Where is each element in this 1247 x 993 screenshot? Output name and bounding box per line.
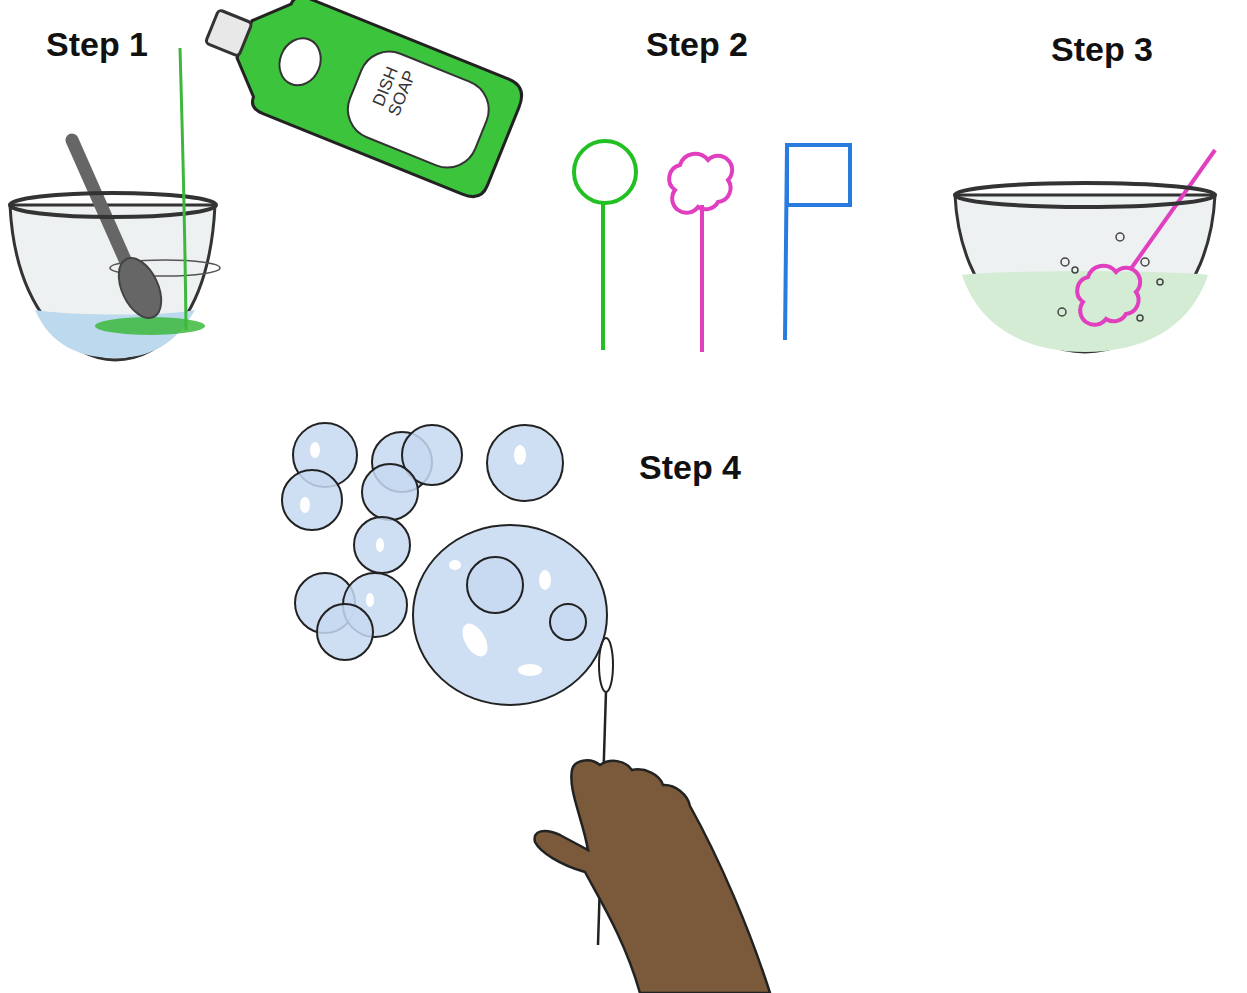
highlight xyxy=(457,619,492,660)
bubble xyxy=(317,604,373,660)
soap-pool xyxy=(95,317,205,335)
highlight xyxy=(539,570,551,590)
bottle-label xyxy=(339,43,498,177)
bubble-wands xyxy=(574,141,850,352)
soap-bottle xyxy=(189,0,528,202)
soap-stream xyxy=(180,48,186,330)
highlight xyxy=(300,497,310,513)
bubble xyxy=(1137,315,1143,321)
square-wand xyxy=(787,145,850,205)
wand-stick xyxy=(601,203,605,350)
bubble xyxy=(282,470,342,530)
large-bubble xyxy=(413,525,607,705)
highlight xyxy=(376,538,384,552)
product-label: DISH SOAP xyxy=(366,55,422,126)
bubble xyxy=(1116,233,1124,241)
highlight xyxy=(366,593,374,607)
hand-wand-loop xyxy=(599,638,613,692)
step-label: Step 1 xyxy=(46,27,148,63)
small-bubbles xyxy=(1058,233,1163,321)
wand-stick xyxy=(1130,150,1215,270)
hand xyxy=(535,760,770,993)
step-label: Step 3 xyxy=(1051,32,1153,68)
bottle-cap xyxy=(205,10,252,57)
cloud-wand xyxy=(669,154,732,213)
bubble xyxy=(1061,258,1069,266)
bowl-body xyxy=(955,195,1215,352)
cloud-wand xyxy=(1077,266,1140,325)
highlight xyxy=(518,664,542,676)
bubble xyxy=(550,604,586,640)
bubble xyxy=(467,557,523,613)
bubble-solution xyxy=(962,271,1208,352)
bubble xyxy=(1157,279,1163,285)
bottle-logo xyxy=(273,32,328,91)
dipping-bowl xyxy=(955,150,1215,352)
step-label: Step 4 xyxy=(639,450,741,486)
bubble xyxy=(362,464,418,520)
bowl-rim xyxy=(955,183,1215,207)
highlight xyxy=(449,560,461,570)
bubbles xyxy=(282,423,607,705)
bubble xyxy=(1072,267,1078,273)
bubble xyxy=(1141,258,1149,266)
round-wand xyxy=(574,141,636,203)
bubble xyxy=(354,517,410,573)
spoon-handle xyxy=(72,140,126,262)
bottle-body xyxy=(221,0,527,202)
wand-stick xyxy=(785,145,787,340)
highlight xyxy=(514,445,526,465)
bubble xyxy=(487,425,563,501)
bubble xyxy=(1058,308,1066,316)
wand-stick xyxy=(700,205,704,352)
spoon-head xyxy=(110,251,170,324)
bubble-highlights xyxy=(300,442,551,676)
mixing-bowl xyxy=(10,140,220,360)
highlight xyxy=(310,442,320,458)
step-label: Step 2 xyxy=(646,27,748,63)
